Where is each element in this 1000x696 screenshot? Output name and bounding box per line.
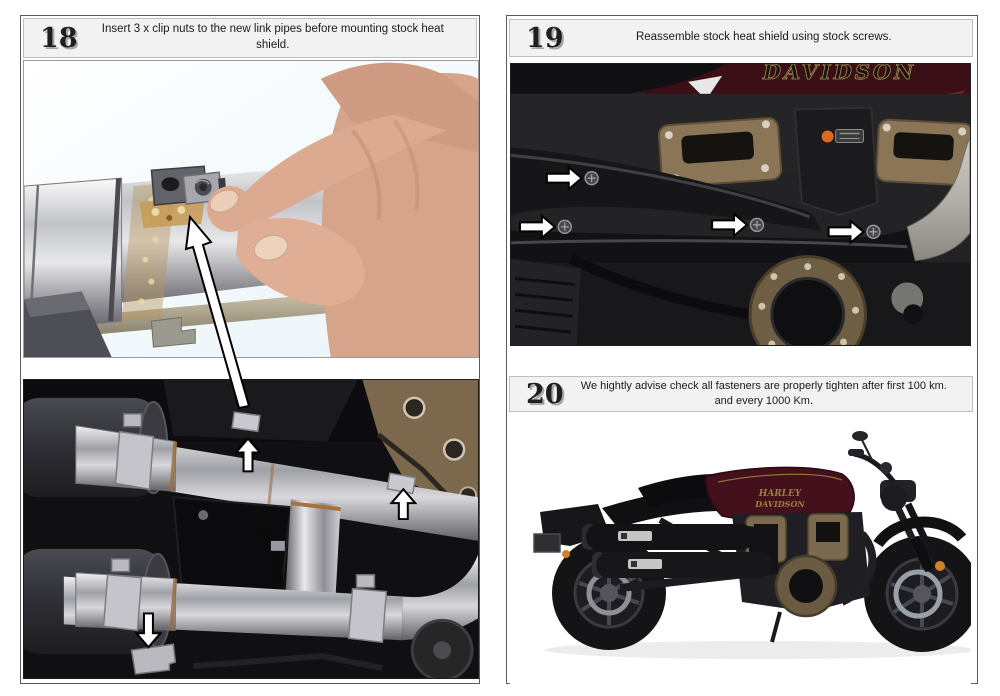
photo-motorcycle: HARLEY DAVIDSON (510, 416, 971, 684)
step-18-header: 18 Insert 3 x clip nuts to the new link … (23, 18, 477, 58)
up-arrow-icon (389, 487, 418, 521)
heat-shield-illustration: DAVIDSON (511, 64, 970, 345)
step-instruction: We hightly advise check all fasteners ar… (580, 380, 947, 407)
step-instruction: Reassemble stock heat shield using stock… (635, 31, 892, 44)
step-number: 20 (526, 378, 564, 410)
tank-logo-line1: HARLEY (758, 489, 803, 499)
clip-nut-hand-illustration (24, 61, 478, 357)
up-arrow-icon (233, 437, 263, 473)
step-instruction: Insert 3 x clip nuts to the new link pip… (101, 23, 444, 51)
step-number: 18 (40, 22, 78, 54)
right-arrow-icon (545, 165, 584, 192)
photo-link-pipes (23, 379, 479, 679)
motorcycle-illustration: HARLEY DAVIDSON (510, 416, 971, 684)
link-pipes-illustration (24, 380, 478, 678)
right-arrow-icon (827, 218, 866, 245)
photo-clip-nut-hand (23, 60, 479, 358)
right-arrow-icon (518, 213, 557, 240)
step-20-header: 20 We hightly advise check all fasteners… (509, 376, 973, 412)
tank-logo-line2: DAVIDSON (754, 499, 805, 509)
down-arrow-icon (134, 612, 163, 649)
tank-logo-text: DAVIDSON (762, 64, 916, 84)
step-19-header: 19 Reassemble stock heat shield using st… (509, 19, 973, 57)
steps-19-20-panel: 19 Reassemble stock heat shield using st… (506, 15, 978, 684)
right-arrow-icon (711, 211, 749, 238)
step-number: 19 (526, 22, 564, 54)
photo-heat-shield-engine: DAVIDSON (510, 63, 971, 346)
step-18-panel: 18 Insert 3 x clip nuts to the new link … (20, 15, 480, 684)
